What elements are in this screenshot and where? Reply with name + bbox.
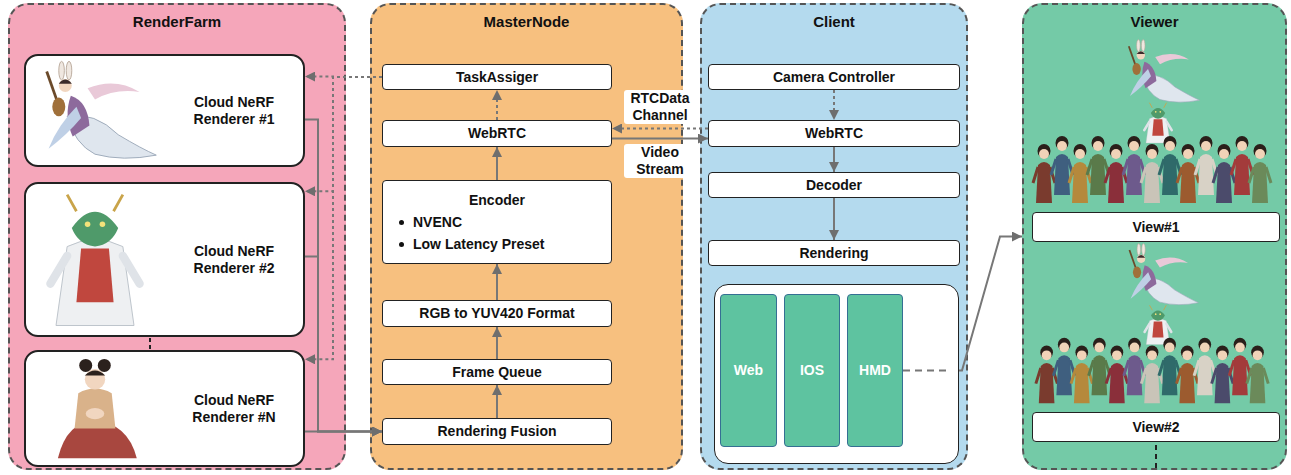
process-box: Camera Controller xyxy=(708,64,960,90)
data-arrow xyxy=(496,385,498,418)
renderer-label: Cloud NeRF Renderer #1 xyxy=(169,94,299,128)
platform-box: Web xyxy=(720,294,777,447)
box-label: WebRTC xyxy=(805,125,863,142)
data-arrow xyxy=(612,138,708,140)
character-figure xyxy=(1033,40,1271,203)
character-illustration xyxy=(30,187,160,334)
box-label: Camera Controller xyxy=(773,69,895,86)
box-label: View#2 xyxy=(1132,419,1179,436)
cluster-panel: ViewerView#1View#2 xyxy=(1022,3,1287,470)
platform-label: Web xyxy=(734,362,763,379)
process-box: RGB to YUV420 Format xyxy=(382,300,612,327)
data-arrow xyxy=(305,120,382,432)
box-label: TaskAssiger xyxy=(456,69,538,86)
box-label: Decoder xyxy=(806,177,862,194)
box-label: Frame Queue xyxy=(452,364,541,381)
ellipsis-dash xyxy=(1155,445,1157,469)
process-box: TaskAssiger xyxy=(382,64,612,90)
control-arrow xyxy=(496,90,498,120)
character-illustration xyxy=(30,355,160,464)
process-box: Decoder xyxy=(708,172,960,198)
data-arrow xyxy=(496,327,498,359)
renderer-box: Cloud NeRF Renderer #1 xyxy=(24,54,305,167)
process-box: View#1 xyxy=(1032,212,1280,242)
character-figure xyxy=(58,359,137,458)
character-figure xyxy=(1036,244,1268,404)
box-label: RGB to YUV420 Format xyxy=(419,305,574,322)
box-label: Rendering Fusion xyxy=(438,423,557,440)
data-arrow xyxy=(305,431,382,433)
character-illustration xyxy=(1030,39,1280,209)
encoder-title: Encoder xyxy=(469,192,525,209)
panel-title: Client xyxy=(702,13,966,30)
ellipsis-dashes xyxy=(150,338,1156,469)
renderer-label: Cloud NeRF Renderer #2 xyxy=(169,243,299,277)
cluster-panel: MasterNodeTaskAssigerWebRTC EncoderNVENC L… xyxy=(370,3,683,470)
bullet-row: NVENC xyxy=(397,214,597,231)
control-arrow xyxy=(833,90,835,120)
edge-label-box: Video Stream xyxy=(624,144,696,178)
character-illustration xyxy=(1030,243,1280,409)
encoder-box: EncoderNVENC Low Latency Preset xyxy=(382,180,612,264)
control-arrow xyxy=(305,77,382,191)
cluster-panel: ClientCamera ControllerWebRTC DecoderRend… xyxy=(700,3,968,470)
process-box: WebRTC xyxy=(708,120,960,147)
box-label: WebRTC xyxy=(468,125,526,142)
platform-label: IOS xyxy=(800,362,824,379)
control-arrow xyxy=(305,76,382,78)
character-figure xyxy=(50,195,139,326)
box-label: View#1 xyxy=(1132,219,1179,236)
bullet-item: Low Latency Preset xyxy=(413,236,545,253)
platform-box: HMD xyxy=(847,294,903,447)
character-figure xyxy=(47,61,157,158)
process-box: Frame Queue xyxy=(382,359,612,385)
process-box: Rendering Fusion xyxy=(382,418,612,445)
cluster-panel: RenderFarmCloud NeRF Renderer #1 Cloud Ne… xyxy=(8,3,346,470)
platform-label: HMD xyxy=(859,362,891,379)
renderer-box: Cloud NeRF Renderer #N xyxy=(24,350,305,467)
data-arrow xyxy=(833,147,835,172)
bullet-item: NVENC xyxy=(413,214,462,231)
ellipsis-dash xyxy=(149,338,151,349)
process-box: View#2 xyxy=(1032,412,1280,442)
panel-title: RenderFarm xyxy=(10,13,344,30)
character-illustration xyxy=(30,59,160,164)
control-arrow xyxy=(612,128,708,130)
channel-label: RTCData Channel xyxy=(624,90,696,124)
data-arrow xyxy=(903,237,1022,371)
box-label: Rendering xyxy=(799,245,868,262)
data-arrow xyxy=(833,198,835,240)
data-arrow xyxy=(496,264,498,300)
channel-label: Video Stream xyxy=(624,144,696,178)
panel-title: MasterNode xyxy=(372,13,681,30)
renderer-label: Cloud NeRF Renderer #N xyxy=(169,392,299,426)
panel-title: Viewer xyxy=(1024,13,1285,30)
bullet-dot xyxy=(399,220,404,225)
process-box: Rendering xyxy=(708,240,960,266)
bullet-dot xyxy=(399,242,404,247)
control-arrow xyxy=(305,77,382,359)
renderer-box: Cloud NeRF Renderer #2 xyxy=(24,182,305,337)
bullet-row: Low Latency Preset xyxy=(397,236,597,253)
platform-box: IOS xyxy=(784,294,840,447)
data-arrow xyxy=(496,147,498,180)
process-box: WebRTC xyxy=(382,120,612,147)
data-arrow xyxy=(305,256,382,431)
edge-label-box: RTCData Channel xyxy=(624,90,696,124)
